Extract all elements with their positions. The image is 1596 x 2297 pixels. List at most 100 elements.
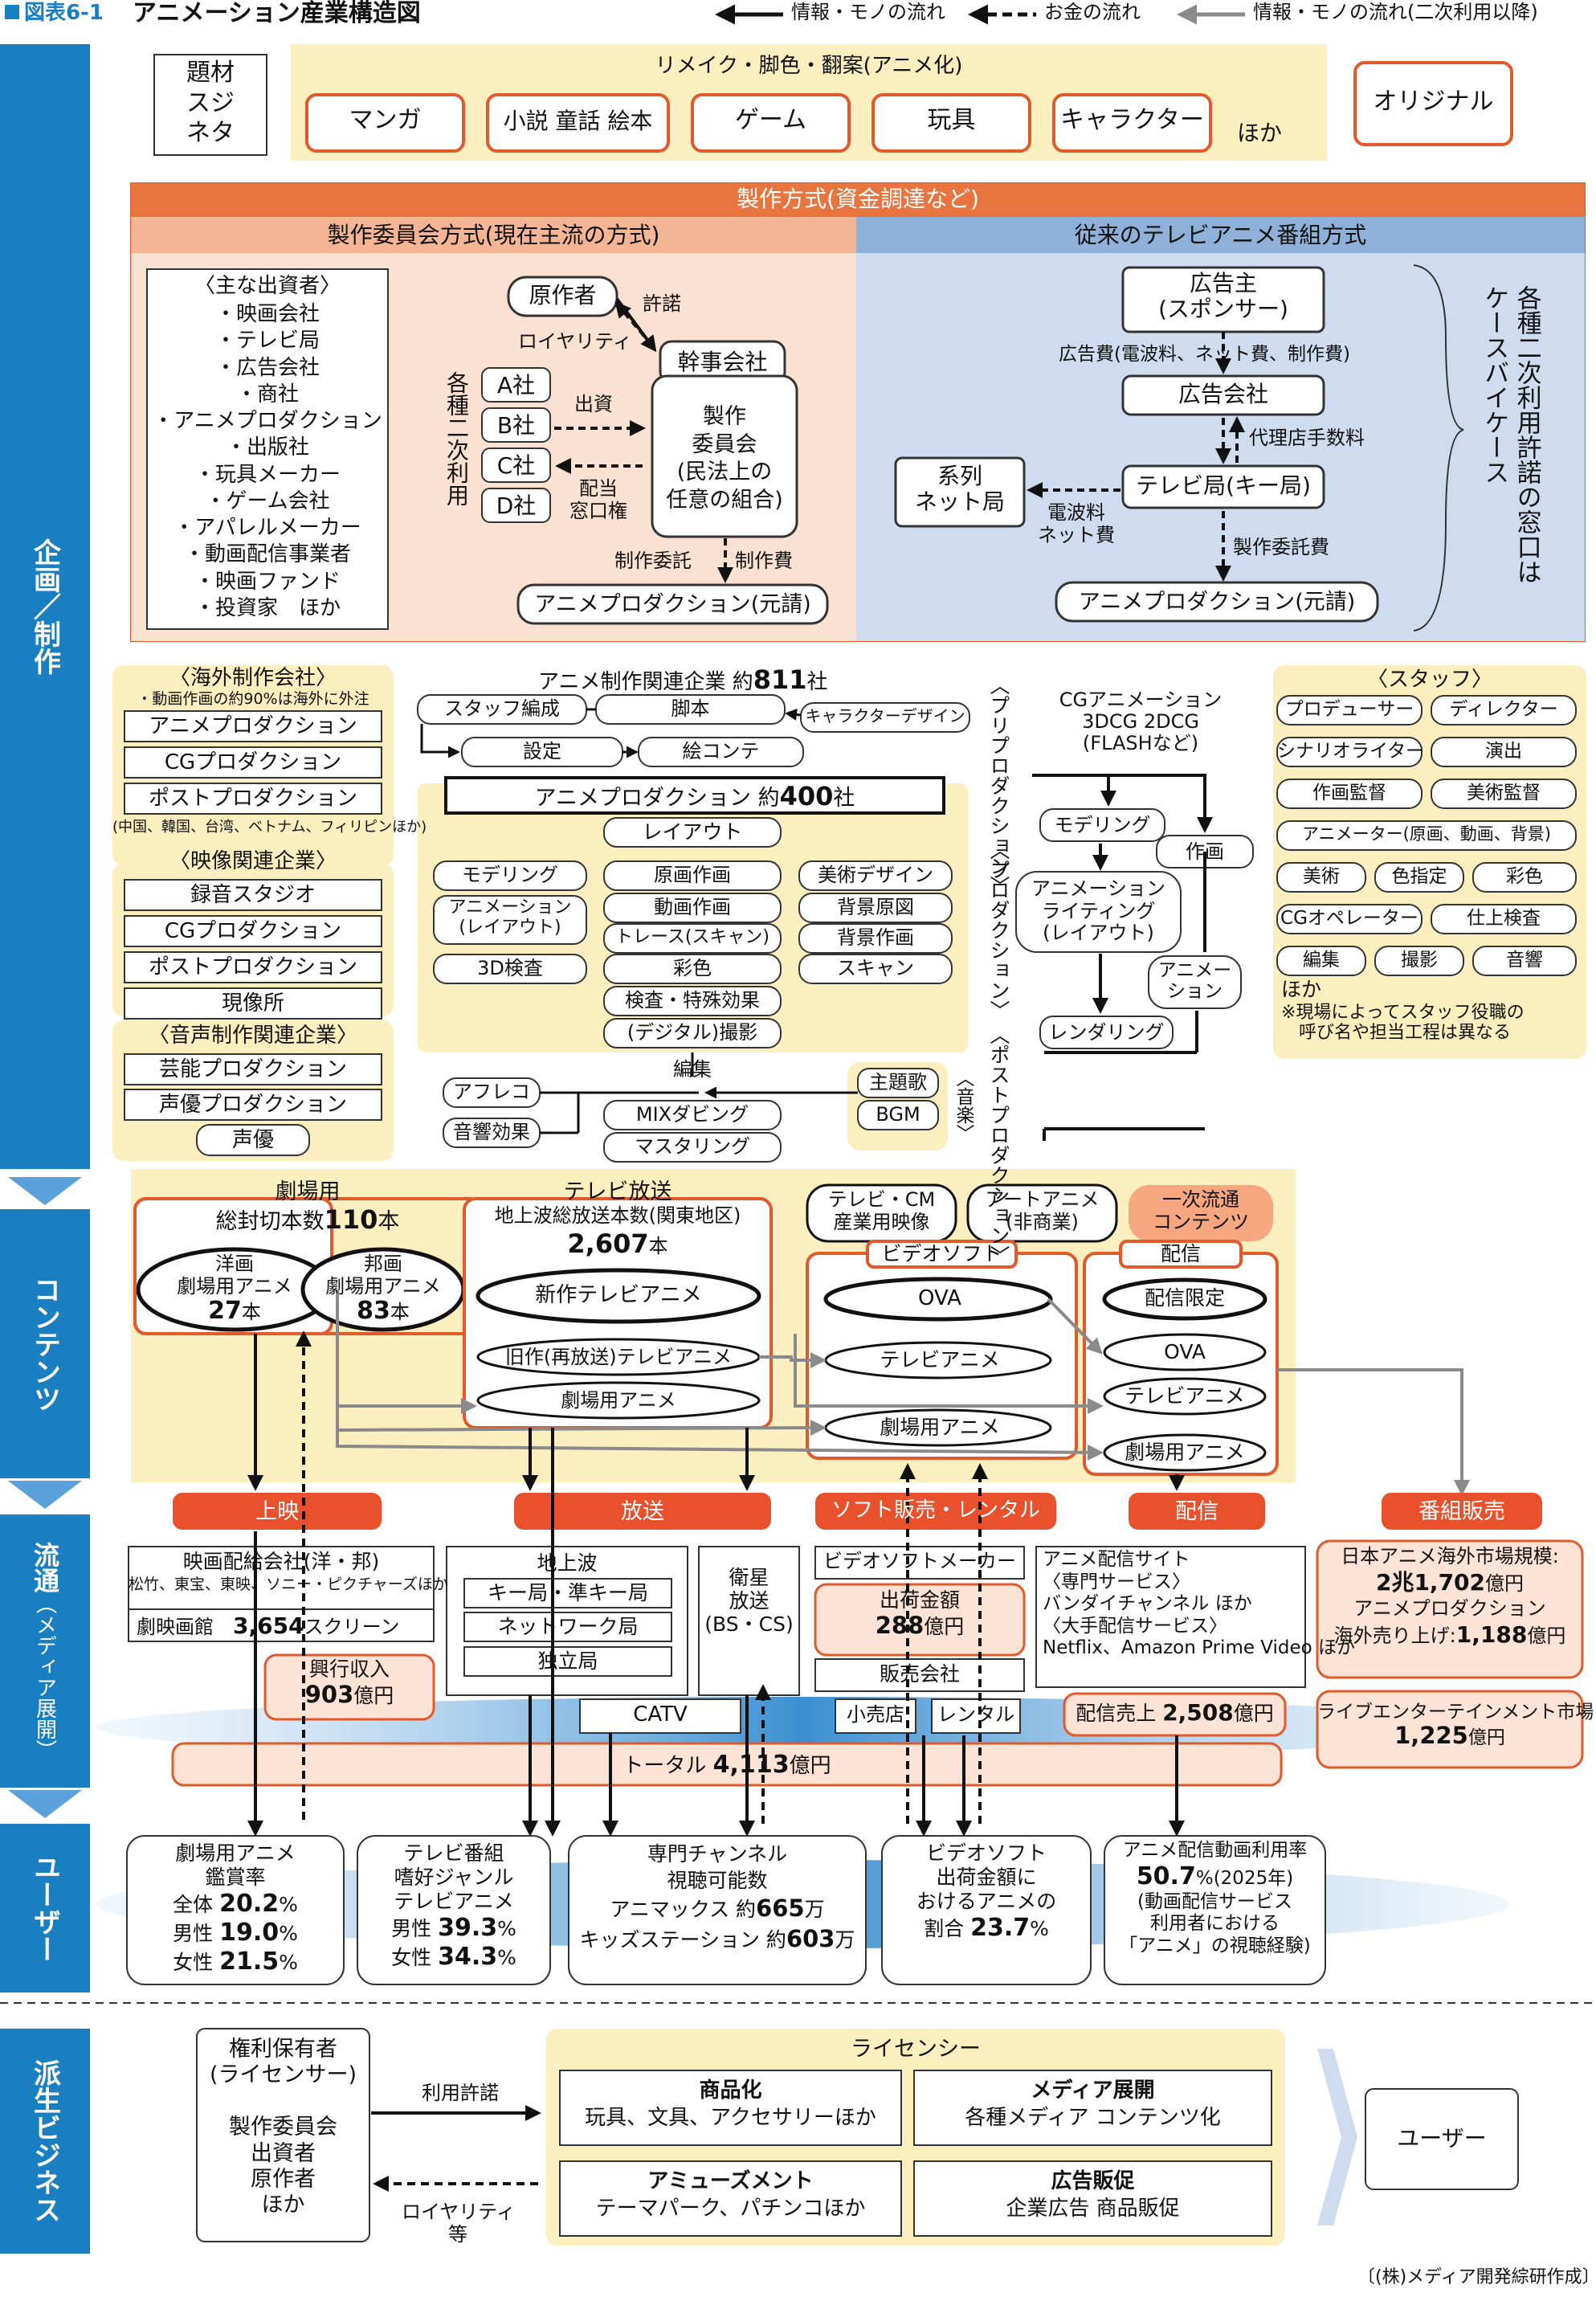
tvkyoku-box[interactable]: テレビ局(キー局) xyxy=(1136,472,1311,499)
layout[interactable]: レイアウト xyxy=(642,820,743,844)
video-gekijo[interactable]: 劇場用アニメ xyxy=(880,1416,1000,1439)
haishin-limited[interactable]: 配信限定 xyxy=(1144,1286,1225,1310)
shudaika[interactable]: 主題歌 xyxy=(869,1071,927,1093)
company-a[interactable]: A社 xyxy=(496,372,536,399)
source-manga[interactable]: マンガ xyxy=(349,106,422,134)
network[interactable]: ネットワーク局 xyxy=(497,1615,639,1638)
chara-design[interactable]: キャラクターデザイン xyxy=(805,706,965,725)
kyusaku[interactable]: 旧作(再放送)テレビアニメ xyxy=(504,1346,733,1368)
staff-chip[interactable]: シナリオライター xyxy=(1277,741,1425,762)
kensa[interactable]: 検査・特殊効果 xyxy=(625,989,760,1012)
cg-anim2[interactable]: アニメー ション xyxy=(1157,960,1232,1003)
mix[interactable]: MIXダビング xyxy=(635,1103,749,1126)
staff-chip[interactable]: 美術 xyxy=(1303,866,1340,887)
modeling[interactable]: モデリング xyxy=(462,864,558,886)
staff-chip[interactable]: 演出 xyxy=(1485,741,1522,762)
company-b[interactable]: B社 xyxy=(496,412,536,439)
staff-chip[interactable]: ディレクター xyxy=(1449,699,1558,720)
haishin-site[interactable]: アニメ配信サイト 〈専門サービス〉 バンダイチャンネル ほか 〈大手配信サービス… xyxy=(1043,1549,1356,1659)
gengasaku[interactable]: 原画作画 xyxy=(654,864,731,886)
bgm[interactable]: BGM xyxy=(876,1103,920,1126)
satsuei[interactable]: (デジタル)撮影 xyxy=(627,1021,758,1044)
master[interactable]: マスタリング xyxy=(635,1135,750,1158)
staff-chip[interactable]: 音響 xyxy=(1506,950,1543,971)
staff-chip[interactable]: 編集 xyxy=(1303,950,1340,971)
kyakuhon[interactable]: 脚本 xyxy=(671,697,710,720)
anim-layout[interactable]: アニメーション (レイアウト) xyxy=(448,897,572,938)
source-game[interactable]: ゲーム xyxy=(734,106,807,134)
kaigai-anime[interactable]: アニメプロダクション xyxy=(149,714,357,738)
onsei-geino[interactable]: 芸能プロダクション xyxy=(158,1057,347,1081)
onsei-seiyu-prod[interactable]: 声優プロダクション xyxy=(158,1093,347,1117)
keykyoku[interactable]: キー局・準キー局 xyxy=(487,1581,648,1604)
kaigai-post[interactable]: ポストプロダクション xyxy=(148,787,357,811)
haikei[interactable]: 背景作画 xyxy=(837,926,914,949)
shinsaku[interactable]: 新作テレビアニメ xyxy=(535,1283,702,1307)
staff-chip[interactable]: CGオペレーター xyxy=(1280,908,1418,929)
staff-chip[interactable]: プロデューサー xyxy=(1284,699,1414,720)
source-original[interactable]: オリジナル xyxy=(1373,88,1494,116)
eizo-rokuon[interactable]: 録音スタジオ xyxy=(190,883,316,907)
conte[interactable]: 絵コンテ xyxy=(682,740,760,762)
q-shohinka[interactable]: 商品化玩具、文具、アクセサリーほか xyxy=(585,2078,876,2130)
source-novel[interactable]: 小説 童話 絵本 xyxy=(503,108,653,134)
afureco[interactable]: アフレコ xyxy=(453,1081,530,1103)
prod2-box[interactable]: アニメプロダクション(元請) xyxy=(1078,590,1356,615)
deriv-user[interactable]: ユーザー xyxy=(1397,2125,1487,2152)
keiretsu-box[interactable]: 系列 ネット局 xyxy=(914,463,1005,516)
kanji-box[interactable]: 幹事会社 xyxy=(677,349,768,375)
source-character[interactable]: キャラクター xyxy=(1060,106,1204,134)
staff-chip[interactable]: アニメーター(原画、動画、背景) xyxy=(1302,824,1551,844)
haishin-gekijo[interactable]: 劇場用アニメ xyxy=(1125,1441,1245,1464)
rights-holder[interactable]: 権利保有者 (ライセンサー) 製作委員会 出資者 原作者 ほか xyxy=(209,2037,357,2218)
kouri[interactable]: 小売店 xyxy=(847,1703,904,1726)
staff-hensei[interactable]: スタッフ編成 xyxy=(444,697,560,720)
prod-genuke-box[interactable]: アニメプロダクション(元請) xyxy=(534,592,811,617)
source-toy[interactable]: 玩具 xyxy=(927,106,976,134)
staff-chip[interactable]: 色指定 xyxy=(1391,866,1447,887)
onsei-seiyu[interactable]: 声優 xyxy=(231,1128,274,1152)
rental[interactable]: レンタル xyxy=(937,1703,1014,1726)
gensakusha-box[interactable]: 原作者 xyxy=(529,282,597,309)
company-d[interactable]: D社 xyxy=(496,493,537,519)
haishin-tv[interactable]: テレビアニメ xyxy=(1125,1384,1245,1408)
staff-chip[interactable]: 彩色 xyxy=(1506,866,1543,887)
staff-chip[interactable]: 美術監督 xyxy=(1467,783,1541,803)
staff-chip[interactable]: 仕上検査 xyxy=(1467,908,1541,929)
cm[interactable]: テレビ・CM 産業用映像 xyxy=(827,1188,936,1233)
q-amusement[interactable]: アミューズメントテーマパーク、パチンコほか xyxy=(595,2169,866,2221)
cg-saga[interactable]: 作画 xyxy=(1186,840,1224,863)
haishin-ova[interactable]: OVA xyxy=(1164,1340,1206,1363)
eizo-cg[interactable]: CGプロダクション xyxy=(164,919,342,943)
scan[interactable]: スキャン xyxy=(837,957,914,979)
hanbai[interactable]: 販売会社 xyxy=(879,1662,960,1686)
video-maker[interactable]: ビデオソフトメーカー xyxy=(823,1550,1016,1572)
catv[interactable]: CATV xyxy=(633,1702,688,1727)
q-media[interactable]: メディア展開各種メディア コンテンツ化 xyxy=(965,2078,1221,2130)
eizo-post[interactable]: ポストプロダクション xyxy=(148,955,357,979)
trace[interactable]: トレース(スキャン) xyxy=(614,927,770,947)
staff-chip[interactable]: 撮影 xyxy=(1401,950,1438,971)
staff-chip[interactable]: 作画監督 xyxy=(1312,783,1386,803)
settei[interactable]: 設定 xyxy=(523,740,561,762)
check3d[interactable]: 3D検査 xyxy=(477,957,543,979)
eisei[interactable]: 衛星 放送 (BS・CS) xyxy=(704,1566,794,1636)
cg-modeling[interactable]: モデリング xyxy=(1054,814,1151,836)
sponsor-box[interactable]: 広告主 (スポンサー) xyxy=(1158,270,1288,323)
cg-render[interactable]: レンダリング xyxy=(1048,1021,1165,1044)
company-c[interactable]: C社 xyxy=(496,452,536,479)
kokokugaisha-box[interactable]: 広告会社 xyxy=(1178,381,1268,407)
saishiki[interactable]: 彩色 xyxy=(673,957,712,979)
onkyo[interactable]: 音響効果 xyxy=(453,1121,530,1143)
dogasaku[interactable]: 動画作画 xyxy=(654,896,731,918)
kaigai-cg[interactable]: CGプロダクション xyxy=(164,750,342,775)
iinkai-box[interactable]: 製作 委員会 (民法上の 任意の組合) xyxy=(666,404,783,513)
q-kokoku[interactable]: 広告販促企業広告 商品販促 xyxy=(1006,2169,1180,2221)
art-anime[interactable]: アートアニメ (非商業) xyxy=(985,1188,1100,1233)
tv-gekijo[interactable]: 劇場用アニメ xyxy=(561,1389,676,1412)
video-ova[interactable]: OVA xyxy=(918,1286,961,1310)
cg-anim[interactable]: アニメーション ライティング (レイアウト) xyxy=(1031,877,1166,945)
eizo-genzo[interactable]: 現像所 xyxy=(221,991,284,1016)
